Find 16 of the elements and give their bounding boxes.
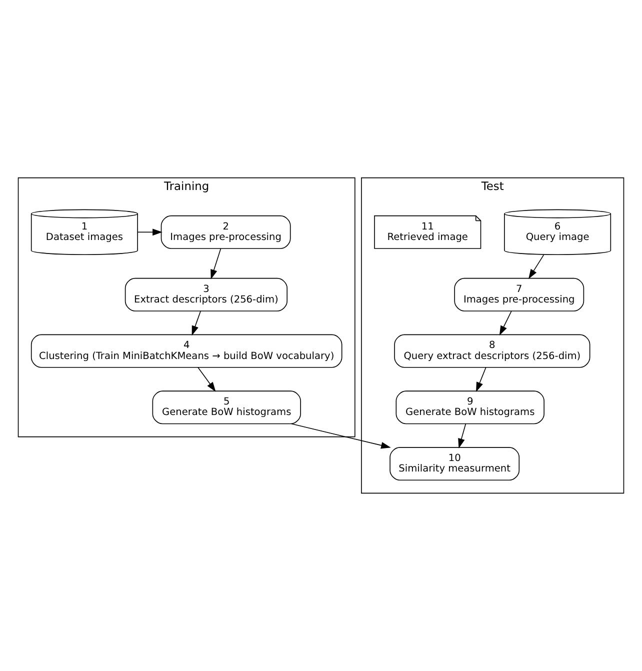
arrow — [458, 423, 466, 448]
arrow — [528, 254, 544, 280]
node-box: 2 Images pre-processing — [160, 215, 291, 249]
node-box: 3 Extract descriptors (256-dim) — [124, 278, 288, 312]
arrow — [476, 366, 486, 392]
node-box: 8 Query extract descriptors (256-dim) — [394, 334, 590, 368]
arrow — [192, 310, 202, 336]
arrow — [137, 228, 162, 236]
node-box: 4 Clustering (Train MiniBatchKMeans → build BoW vocabulary) — [30, 334, 342, 368]
node-box: 7 Images pre-processing — [454, 278, 584, 312]
node-box: 10 Similarity measurment — [390, 447, 520, 481]
arrow — [198, 366, 216, 392]
node-box: 5 Generate BoW histograms — [152, 390, 301, 424]
arrow — [210, 248, 222, 280]
arrow — [499, 310, 512, 336]
node-box: 9 Generate BoW histograms — [396, 390, 544, 424]
